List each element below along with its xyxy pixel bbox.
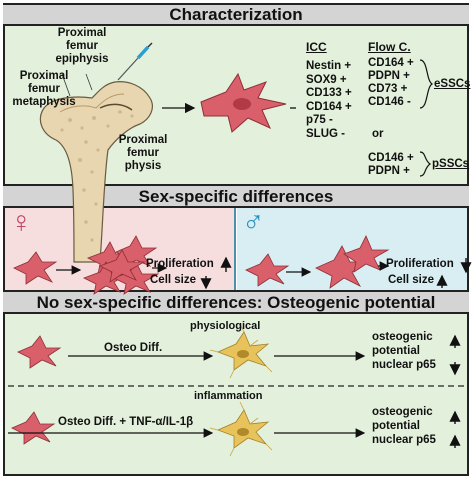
section-header-no-sex-specific: No sex-specific differences: Osteogenic … [3,290,469,314]
icc-marker: Nestin + [306,60,352,72]
osteogenic-panel [5,314,467,474]
label-epiphysis: Proximal femur epiphysis [42,27,122,66]
flow-marker: CD73 + [368,83,408,95]
icc-marker: CD164 + [306,100,352,113]
flow-marker: CD146 + [368,152,414,164]
physiological-label: physiological [190,320,261,332]
label-physis-line1: Proximal [118,134,168,146]
flow-essc-list: CD164 + PDPN + CD73 + CD146 - [368,57,414,109]
label-physis: Proximal femur physis [108,134,178,173]
label-metaphysis: Proximal femur metaphysis [6,70,82,109]
flow-marker: PDPN + [368,165,410,177]
male-cell-cluster [315,235,390,289]
pssc-brace [419,151,432,177]
flow-pssc-list: CD146 + PDPN + [368,152,414,178]
outcome-item: potential [372,420,420,432]
label-physis-line3: physis [124,160,162,172]
flow-marker: CD146 - [368,96,411,108]
outcome-item: osteogenic [372,331,433,343]
outcome-item: potential [372,345,420,357]
icc-marker: CD133 + [306,87,352,99]
or-label: or [372,128,384,140]
label-epiphysis-line3: epiphysis [55,53,109,65]
osteoblast-cell-2 [209,401,273,457]
section-header-characterization: Characterization [3,3,469,26]
flow-title: Flow C. [368,40,411,54]
icc-marker: p75 - [306,114,333,126]
pssc-label: pSSCs [432,158,470,170]
osteo-diff-label: Osteo Diff. [104,342,163,354]
osteo-source-cell-1 [17,335,62,369]
flow-marker: PDPN + [368,70,410,82]
label-metaphysis-line1: Proximal [19,70,69,82]
osteo-diff-inflam-label: Osteo Diff. + TNF-α/IL-1β [58,416,194,428]
icc-marker: SLUG - [306,127,345,140]
male-cell-size-label: Cell size [388,274,435,286]
leader-metaphysis [61,73,71,97]
osteo-source-cell-2 [11,411,56,445]
female-cell-cluster [83,235,160,295]
outcome-item: nuclear p65 [372,359,436,371]
flow-marker: CD164 + [368,57,414,69]
female-proliferation-label: Proliferation [146,258,214,270]
male-single-cell [245,253,290,287]
outcome-item: nuclear p65 [372,434,436,446]
osteoblast-cell-1 [209,323,273,379]
essc-brace [419,59,434,109]
female-symbol-icon: ♀ [10,206,33,239]
icc-title: ICC [306,40,327,54]
label-epiphysis-line1: Proximal [57,27,107,39]
male-symbol-icon: ♂ [242,206,265,239]
syringe-icon [117,42,153,81]
male-proliferation-label: Proliferation [386,258,454,270]
outcome-item: osteogenic [372,406,433,418]
label-epiphysis-line2: femur [66,40,98,52]
outcome-list-inflammation: osteogenic potential nuclear p65 [372,405,436,447]
icc-marker-list: Nestin + SOX9 + CD133 + CD164 + p75 - SL… [306,60,352,141]
female-single-cell [13,251,58,285]
female-cell-size-label: Cell size [150,274,197,286]
label-physis-line2: femur [127,147,159,159]
inflammation-label: inflammation [194,390,263,402]
label-metaphysis-line3: metaphysis [12,96,76,108]
essc-label: eSSCs [434,78,471,90]
outcome-list-physiological: osteogenic potential nuclear p65 [372,330,436,372]
icc-marker: SOX9 + [306,73,347,86]
label-metaphysis-line2: femur [28,83,60,95]
femur-bone-illustration [39,81,153,263]
leader-epiphysis [85,73,93,91]
